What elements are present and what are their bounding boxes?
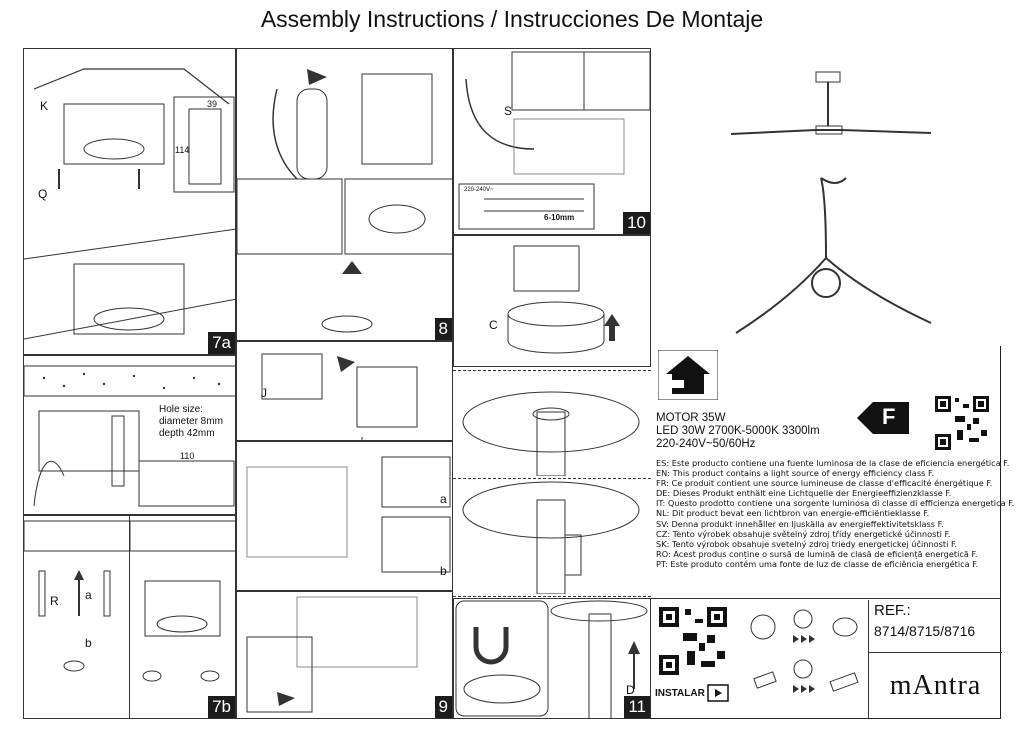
energy-label-icon (857, 402, 909, 434)
energy-note: ES: Este producto contiene una fuente lu… (656, 458, 1010, 468)
ref-codes: 8714/8715/8716 (874, 623, 976, 639)
step-number: 11 (624, 696, 650, 718)
label-a: a (85, 588, 92, 602)
motor-power: MOTOR 35W (656, 412, 726, 424)
step-number: 9 (434, 696, 452, 718)
energy-note: FR: Ce produit contient une source lumin… (656, 478, 993, 489)
safety-icons (750, 609, 859, 693)
hanging-motor-illustration (237, 69, 452, 333)
label-K: K (40, 99, 49, 113)
canopy-fix-illustration (462, 481, 640, 594)
recycle-icon (750, 614, 776, 640)
cable-tie-illustration (246, 596, 418, 713)
energy-note: NL: Dit product bevat een lichtbron van … (656, 508, 930, 519)
cover-illustration (455, 600, 648, 718)
brand-logo: mAntra (868, 652, 1002, 719)
panel-screws-1 (453, 372, 651, 476)
step-number: 7b (208, 696, 235, 718)
label-b: b (440, 564, 447, 578)
panel-step-7b: 7b (129, 515, 236, 719)
fan-illustration-panel (651, 48, 1001, 346)
panel-step-11: D 11 (453, 598, 651, 719)
person-icon (793, 609, 813, 629)
energy-note: EN: This product contains a light source… (656, 468, 934, 479)
label-D: D (626, 683, 635, 697)
house-indoor-icon (658, 350, 718, 400)
dimension-39: 39 (207, 99, 218, 109)
canopy-screws-illustration (462, 391, 640, 476)
step-number: 8 (434, 318, 452, 340)
energy-note: IT: Questo prodotto contiene una sorgent… (656, 498, 1015, 509)
dimension-110: 110 (180, 451, 195, 461)
energy-note: RO: Acest produs conține o sursă de lumi… (656, 548, 978, 559)
video-icon (707, 684, 729, 702)
page-title: Assembly Instructions / Instrucciones De… (260, 6, 764, 32)
step-number: 7a (208, 332, 235, 354)
energy-note: CZ: Tento výrobek obsahuje světelný zdro… (656, 528, 951, 539)
hole-diameter: diameter 8mm (159, 416, 223, 427)
energy-note: DE: Dieses Produkt enthält eine Lichtque… (656, 488, 952, 499)
label-C: C (489, 318, 498, 332)
step-number: 10 (623, 212, 650, 234)
wire-strip-length: 6-10mm (544, 213, 575, 222)
ceiling-bracket-illustration (24, 68, 235, 340)
bracket-fix-illustration (130, 520, 235, 682)
panel-step-8: 8 (236, 48, 453, 341)
label-b: b (85, 636, 92, 650)
energy-note: SV: Denna produkt innehåller en ljuskäll… (656, 518, 944, 529)
panel-screws-2 (453, 480, 651, 594)
label-a: a (440, 492, 447, 506)
spec-block: MOTOR 35W LED 30W 2700K-5000K 3300lm 220… (656, 412, 1001, 451)
label-Q: Q (38, 187, 48, 201)
hole-depth: depth 42mm (159, 428, 215, 439)
energy-class: F (882, 404, 896, 429)
install-label: INSTALAR (655, 688, 705, 699)
label-J: J (261, 386, 267, 400)
energy-note: SK: Tento výrobok obsahuje svetelný zdro… (656, 538, 957, 549)
led-icon (832, 617, 858, 637)
energy-note: PT: Este produto contém uma fonte de luz… (656, 558, 979, 569)
reference-box: REF.: 8714/8715/8716 (868, 600, 1002, 653)
qr-code-icon (933, 394, 991, 452)
ref-label: REF.: (874, 602, 911, 619)
ceiling-fan-illustration (730, 71, 932, 334)
panel-step-7a: K Q 39 114 7a (23, 48, 236, 355)
panel-canopy: C (453, 235, 651, 367)
install-qr-code-icon[interactable] (657, 605, 729, 677)
hole-size-label: Hole size: (159, 404, 203, 415)
voltage: 220-240V~50/60Hz (656, 438, 756, 450)
magnet-icon (473, 627, 509, 665)
panel-connect: J (236, 341, 453, 441)
panel-wiring: a b (236, 441, 453, 591)
panel-step-9: 9 (236, 591, 453, 719)
panel-step-10: S 220-240V~ 6-10mm 10 (453, 48, 651, 235)
panel-anchor: R a b (23, 515, 130, 719)
canopy-illustration (507, 245, 620, 354)
led-power: LED 30W 2700K-5000K 3300lm (656, 425, 820, 437)
voltage-tag: 220-240V~ (464, 187, 494, 193)
drilling-illustration (24, 365, 235, 507)
label-R: R (50, 594, 59, 608)
dimension-114: 114 (175, 145, 190, 155)
energy-statements: ES: Este producto contiene una fuente lu… (656, 458, 1015, 569)
connector-illustration (246, 456, 451, 573)
terminal-connection-illustration (458, 51, 650, 230)
wall-anchor-illustration (24, 520, 129, 672)
driver-box-illustration (261, 353, 418, 440)
label-S: S (504, 104, 513, 118)
panel-drill: Hole size: diameter 8mm depth 42mm 110 (23, 355, 236, 515)
